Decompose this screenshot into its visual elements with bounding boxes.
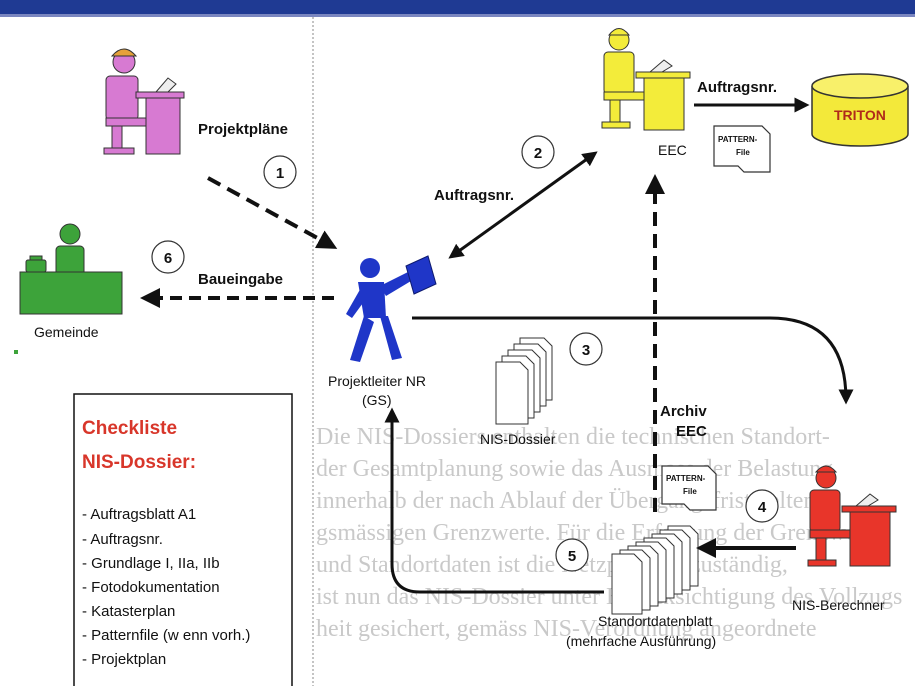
green-person-at-desk-icon: [19, 223, 123, 315]
gemeinde-label: Gemeinde: [34, 324, 99, 340]
standortdatenblatt-label: Standortdatenblatt: [598, 613, 713, 629]
arrow-3-to-nis-berechner: [412, 316, 854, 405]
step-circle-5: 5: [555, 538, 589, 572]
checklist-box: [73, 393, 293, 686]
baueingabe-label: Baueingabe: [198, 271, 283, 288]
step-number: 4: [758, 499, 767, 516]
archiv-label: Archiv: [660, 403, 707, 420]
top-bar-shadow: [0, 14, 915, 17]
checklist-item: - Fotodokumentation: [82, 579, 220, 596]
step-number: 5: [568, 548, 576, 565]
nis-berechner-label: NIS-Berechner: [792, 597, 885, 613]
background-text-line: und Standortdaten ist die Netzplanung zu…: [316, 552, 788, 578]
pink-person-at-desk-icon: [103, 48, 185, 155]
checklist-title: Checkliste: [82, 418, 177, 439]
checklist-item: - Katasterplan: [82, 603, 175, 620]
step-number: 6: [164, 250, 172, 267]
archiv-label: EEC: [676, 423, 707, 440]
red-person-at-desk-icon: [807, 465, 897, 567]
step-circle-6: 6: [151, 240, 185, 274]
standortdatenblatt-label: (mehrfache Ausführung): [566, 633, 716, 649]
pattern-file-label: File: [683, 487, 697, 496]
standortdatenblatt-stack-icon: [611, 525, 699, 615]
green-marker: [14, 350, 18, 354]
arrow-5-to-projektleiter: [384, 407, 604, 594]
checklist-item: - Auftragsblatt A1: [82, 506, 196, 523]
checklist-title: NIS-Dossier:: [82, 452, 196, 473]
background-text-line: Die NIS-Dossiers enthalten die technisch…: [316, 424, 830, 450]
yellow-person-at-desk-icon: [601, 28, 691, 131]
checklist-item: - Auftragsnr.: [82, 531, 163, 548]
projektleiter-label: (GS): [362, 392, 392, 408]
auftragsnr-top-label: Auftragsnr.: [697, 79, 777, 96]
arrow-1-projektplaene: [207, 176, 338, 249]
blue-person-with-folder-icon: [346, 255, 437, 362]
pattern-file-label: File: [736, 148, 750, 157]
background-text-line: heit gesichert, gemäss NIS-Verordnung an…: [316, 616, 817, 642]
triton-database-icon: [811, 73, 909, 147]
step-number: 1: [276, 165, 284, 182]
checklist-item: - Projektplan: [82, 651, 166, 668]
checklist-item: - Patternfile (w enn vorh.): [82, 627, 250, 644]
pattern-file-document-icon: [661, 465, 717, 511]
nis-dossier-label: NIS-Dossier: [480, 431, 556, 447]
top-bar: [0, 0, 915, 14]
pattern-file-label: PATTERN-: [666, 474, 706, 483]
step-number: 2: [534, 145, 542, 162]
triton-label: TRITON: [834, 107, 886, 123]
background-text-line: innerhalb der nach Ablauf der Übergangsf…: [316, 488, 815, 514]
nis-dossier-stack-icon: [495, 337, 553, 425]
background-text-line: gsmässigen Grenzwerte. Für die Erfassung…: [316, 520, 882, 546]
step-circle-1: 1: [263, 155, 297, 189]
background-text-line: ist nun das NIS-Dossier unter Berücksich…: [316, 584, 902, 610]
background-text: Die NIS-Dossiers enthalten die technisch…: [316, 424, 902, 642]
step-circle-4: 4: [745, 489, 779, 523]
auftragsnr-mid-label: Auftragsnr.: [434, 187, 514, 204]
arrow-2-auftragsnr: [448, 151, 598, 259]
step-circle-2: 2: [521, 135, 555, 169]
projektplaene-label: Projektpläne: [198, 121, 288, 138]
background-text-line: der Gesamtplanung sowie das Ausmass der …: [316, 456, 833, 482]
pattern-file-label: PATTERN-: [718, 135, 758, 144]
checklist-item: - Grundlage I, IIa, IIb: [82, 555, 220, 572]
eec-label: EEC: [658, 142, 687, 158]
step-number: 3: [582, 342, 590, 359]
step-circle-3: 3: [569, 332, 603, 366]
pattern-file-document-icon: [713, 125, 771, 173]
projektleiter-label: Projektleiter NR: [328, 373, 426, 389]
